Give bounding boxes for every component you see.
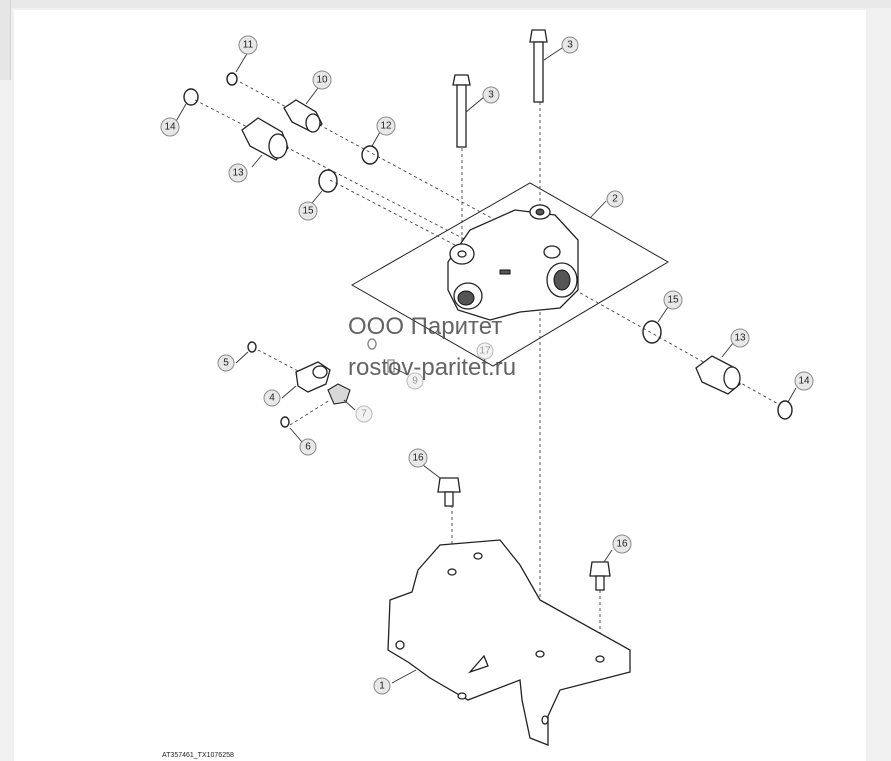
svg-text:9: 9 (412, 376, 418, 387)
callout-11: 11 (238, 35, 258, 55)
bolt-part-3-long (529, 29, 548, 103)
svg-text:4: 4 (269, 393, 275, 404)
o-ring-part-14-right (777, 400, 793, 420)
svg-text:5: 5 (223, 358, 229, 369)
svg-text:11: 11 (243, 40, 254, 51)
svg-text:15: 15 (667, 295, 679, 306)
o-ring-part-5 (247, 341, 257, 353)
svg-text:2: 2 (612, 194, 618, 205)
left-panel-edge (0, 0, 11, 80)
o-ring-part-14-left (183, 88, 199, 106)
svg-text:15: 15 (302, 206, 314, 217)
svg-text:3: 3 (567, 40, 573, 51)
svg-text:16: 16 (412, 453, 424, 464)
leader-lines (174, 47, 797, 684)
top-band (0, 0, 891, 8)
callout-9: 9 (406, 372, 424, 390)
svg-text:6: 6 (305, 442, 311, 453)
fitting-part-13-right (695, 355, 741, 395)
callout-16-left: 16 (408, 448, 428, 468)
callout-3-short: 3 (482, 86, 500, 104)
callout-12: 12 (376, 116, 396, 136)
callout-13-right: 13 (730, 328, 750, 348)
fitting-part-17 (367, 338, 377, 350)
o-ring-part-11 (226, 72, 238, 86)
callout-15-right: 15 (663, 290, 683, 310)
callout-1: 1 (373, 677, 391, 695)
svg-text:1: 1 (379, 681, 385, 692)
callout-7: 7 (355, 405, 373, 423)
gasket-plate-part-2 (350, 182, 669, 367)
callout-14-left: 14 (160, 117, 180, 137)
callout-10: 10 (312, 70, 332, 90)
figure-code-label: AT357461_TX1076258 (162, 752, 234, 759)
mounting-bracket-part-1 (387, 539, 631, 746)
fitting-part-10 (283, 99, 323, 133)
svg-text:17: 17 (479, 346, 491, 357)
svg-text:14: 14 (164, 122, 176, 133)
bolt-part-3-short (452, 74, 471, 148)
svg-text:3: 3 (488, 90, 494, 101)
callout-13-left: 13 (228, 163, 248, 183)
callout-16-right: 16 (612, 534, 632, 554)
callout-6: 6 (299, 438, 317, 456)
watermark-website: rostov-paritet.ru (348, 354, 516, 381)
o-ring-part-12 (361, 145, 379, 165)
callout-5: 5 (217, 354, 235, 372)
callout-14-right: 14 (794, 371, 814, 391)
o-ring-part-6 (280, 416, 290, 428)
o-ring-part-15-left (318, 169, 338, 193)
callout-2: 2 (606, 190, 624, 208)
fitting-part-9 (387, 359, 395, 373)
valve-body (447, 204, 579, 321)
callout-3-long: 3 (561, 36, 579, 54)
svg-text:7: 7 (361, 409, 367, 420)
svg-text:13: 13 (232, 168, 244, 179)
svg-text:16: 16 (616, 539, 628, 550)
callout-17: 17 (476, 342, 494, 360)
adapter-part-7 (327, 383, 351, 405)
elbow-fitting-part-4 (295, 361, 331, 393)
bolt-part-16-right (589, 561, 611, 591)
svg-text:13: 13 (734, 333, 746, 344)
svg-text:14: 14 (798, 376, 810, 387)
callout-4: 4 (263, 389, 281, 407)
bolt-part-16-left (437, 477, 461, 507)
fitting-part-13-left (241, 117, 289, 161)
svg-text:12: 12 (380, 121, 392, 132)
svg-text:10: 10 (316, 75, 328, 86)
watermark-company-name: ООО Паритет (348, 313, 502, 340)
callout-15-left: 15 (298, 201, 318, 221)
o-ring-part-15-right (642, 320, 662, 344)
